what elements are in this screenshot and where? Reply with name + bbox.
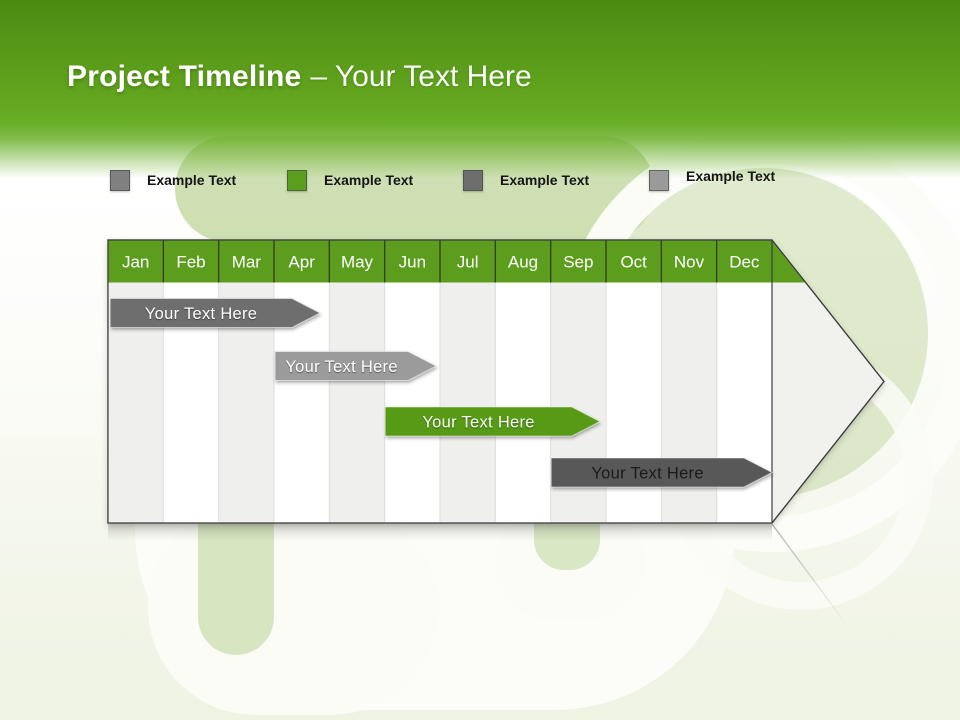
legend-item-4[interactable]: Example Text [649,168,775,191]
month-label-aug: Aug [508,253,538,272]
month-cell-oct[interactable] [606,240,661,283]
month-cell-mar[interactable] [219,240,274,283]
month-label-jul: Jul [457,253,479,272]
month-cell-apr[interactable] [274,240,329,283]
month-cell-jul[interactable] [440,240,495,283]
legend-swatch-2 [287,170,307,191]
legend-swatch-3 [463,170,483,191]
timeline-bar-label: Your Text Here [422,414,534,432]
timeline-bar-1[interactable] [109,298,322,328]
timeline-bar-label: Your Text Here [591,465,703,483]
month-cell-feb[interactable] [163,240,218,283]
timeline-bar-label: Your Text Here [285,358,397,376]
timeline-reflection [108,523,847,625]
month-cell-jan[interactable] [108,240,163,283]
column-stripe-may [329,241,385,523]
column-stripe-jun [384,241,440,523]
month-cell-jun[interactable] [385,240,440,283]
slide-title-light-text: – Your Text Here [310,60,532,93]
header-band: Project Timeline– Your Text Here [0,0,960,186]
column-stripe-jan [108,241,164,523]
month-label-dec: Dec [729,253,760,272]
legend-swatch-4 [649,170,669,191]
arrow-reflection-line [771,523,847,625]
column-stripe-apr [274,241,330,523]
month-label-nov: Nov [674,253,705,272]
slide-title-bold-text: Project Timeline [67,60,302,93]
legend-label-1: Example Text [147,172,237,188]
legend-item-2[interactable]: Example Text [287,170,413,191]
legend-item-3[interactable]: Example Text [463,170,589,191]
timeline-bar-4[interactable] [550,457,774,488]
month-cell-nov[interactable] [661,240,716,283]
legend-label-2: Example Text [324,172,414,188]
column-stripe-jul [440,241,496,523]
month-label-feb: Feb [176,253,205,272]
month-cell-aug[interactable] [495,240,550,283]
month-cell-sep[interactable] [551,240,606,283]
column-stripe-mar [218,241,274,523]
legend-item-1[interactable]: Example Text [110,170,236,191]
timeline-bar-3[interactable] [384,406,602,437]
month-label-jan: Jan [122,253,149,272]
month-label-oct: Oct [620,253,647,272]
timeline-bar-label: Your Text Here [145,305,257,323]
column-stripe-aug [495,241,551,523]
month-label-apr: Apr [288,253,315,272]
legend-label-4: Example Text [686,168,776,184]
month-label-jun: Jun [399,253,426,272]
month-cell-may[interactable] [329,240,384,283]
table-shadow [108,524,772,541]
slide-title[interactable]: Project Timeline– Your Text Here [67,60,532,94]
column-stripe-feb [163,241,219,523]
legend-swatch-1 [110,170,130,191]
month-cell-dec[interactable] [717,240,772,283]
legend: Example Text Example Text Example Text E… [0,0,960,191]
month-label-sep: Sep [563,253,593,272]
legend-label-3: Example Text [500,172,590,188]
timeline-bar-2[interactable] [274,351,438,381]
month-label-may: May [341,253,374,272]
month-label-mar: Mar [232,253,262,272]
